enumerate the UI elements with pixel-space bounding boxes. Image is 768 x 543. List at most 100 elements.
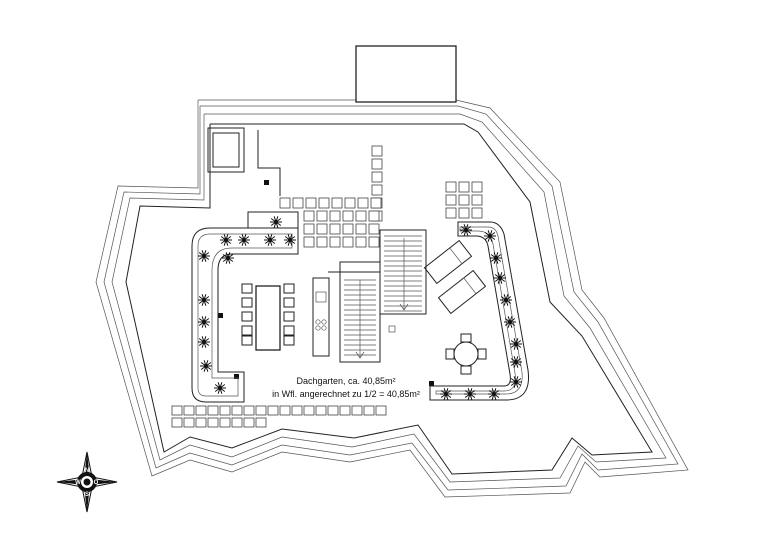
plant-icon — [198, 250, 210, 262]
paving-tile — [458, 207, 470, 219]
paving-tile — [355, 223, 367, 235]
paving-tile — [344, 197, 356, 209]
paving-tile — [279, 405, 291, 416]
plant-icon — [220, 234, 232, 246]
paving-tile — [183, 417, 195, 428]
chair-icon — [241, 325, 253, 336]
paving-tile — [316, 236, 328, 248]
plant-icon — [270, 216, 282, 228]
paving-tile — [243, 405, 255, 416]
paving-tile — [331, 197, 343, 209]
wall-segment — [257, 130, 281, 196]
paving-tile — [219, 417, 231, 428]
round-table — [445, 333, 487, 375]
paving-tile — [368, 236, 380, 248]
paving-tile — [316, 223, 328, 235]
compass-rose: N O S W — [56, 451, 118, 513]
paving-tile — [219, 405, 231, 416]
plant-icon — [198, 294, 210, 306]
paving-tile — [183, 405, 195, 416]
paving-tile — [329, 210, 341, 222]
paving-tile — [303, 236, 315, 248]
paving-tile — [303, 405, 315, 416]
floor-hatch — [388, 325, 396, 333]
plant-icon — [198, 336, 210, 348]
chair-icon — [283, 283, 295, 294]
chair-icon — [241, 311, 253, 322]
dining-table — [255, 285, 281, 351]
paving-tile — [342, 210, 354, 222]
paving-tile — [305, 197, 317, 209]
plant-icon — [464, 388, 476, 400]
chair-icon — [283, 297, 295, 308]
plant-icon — [490, 252, 502, 264]
planter-box — [207, 127, 245, 173]
paving-tile — [316, 210, 328, 222]
planter-box-inner — [212, 132, 240, 168]
plant-icon — [488, 388, 500, 400]
paving-tile — [368, 223, 380, 235]
paving-tile — [370, 197, 382, 209]
paving-tile — [231, 417, 243, 428]
paving-tile — [371, 171, 383, 183]
paving-tile — [171, 405, 183, 416]
paving-tile — [445, 181, 457, 193]
plant-icon — [284, 234, 296, 246]
plant-icon — [238, 234, 250, 246]
paving-tile — [355, 210, 367, 222]
paving-tile — [291, 405, 303, 416]
paving-tile — [375, 405, 387, 416]
paving-tile — [243, 417, 255, 428]
planter-ring-right — [429, 221, 530, 401]
paving-tile — [318, 197, 330, 209]
paving-tile — [339, 405, 351, 416]
paving-tile — [342, 236, 354, 248]
paving-tile — [445, 207, 457, 219]
plant-icon — [214, 382, 226, 394]
plant-icon — [510, 376, 522, 388]
plant-icon — [198, 316, 210, 328]
paving-tile — [171, 417, 183, 428]
chair-icon — [241, 297, 253, 308]
stair-arrows — [355, 238, 409, 359]
chair-icon — [283, 325, 295, 336]
paving-tile — [368, 210, 380, 222]
sun-lounger — [437, 269, 487, 315]
paving-tile — [363, 405, 375, 416]
area-label-line2: in Wfl. angerechnet zu 1/2 = 40,85m² — [272, 389, 420, 399]
planter-ring-top — [247, 211, 299, 229]
paving-tile — [458, 181, 470, 193]
stair-core — [328, 229, 427, 363]
paving-tile — [327, 405, 339, 416]
paving-tile — [471, 194, 483, 206]
plant-icon — [264, 234, 276, 246]
paving-tile — [231, 405, 243, 416]
area-label-line1: Dachgarten, ca. 40,85m² — [296, 376, 395, 386]
paving-tile — [351, 405, 363, 416]
building-outline — [95, 99, 689, 498]
compass-east-label: O — [94, 480, 99, 486]
plant-icon — [222, 252, 234, 264]
plant-icon — [200, 360, 212, 372]
paving-tile — [458, 194, 470, 206]
paving-tile — [329, 223, 341, 235]
plant-icon — [504, 316, 516, 328]
paving-tile — [292, 197, 304, 209]
paving-tile — [371, 145, 383, 157]
plant-icon — [484, 230, 496, 242]
chair-icon — [283, 311, 295, 322]
paving-tile — [355, 236, 367, 248]
paving-tile — [471, 207, 483, 219]
plant-icon — [500, 294, 512, 306]
paving-tile — [207, 405, 219, 416]
paving-tile — [342, 223, 354, 235]
compass-west-label: W — [75, 480, 81, 486]
kitchen-counter — [312, 277, 330, 357]
column-marker — [218, 313, 223, 318]
column-marker — [234, 374, 239, 379]
dining-chairs — [241, 283, 295, 346]
paving-tile — [207, 417, 219, 428]
paving-tile — [195, 405, 207, 416]
paving-tile — [371, 184, 383, 196]
paving-tile — [471, 181, 483, 193]
